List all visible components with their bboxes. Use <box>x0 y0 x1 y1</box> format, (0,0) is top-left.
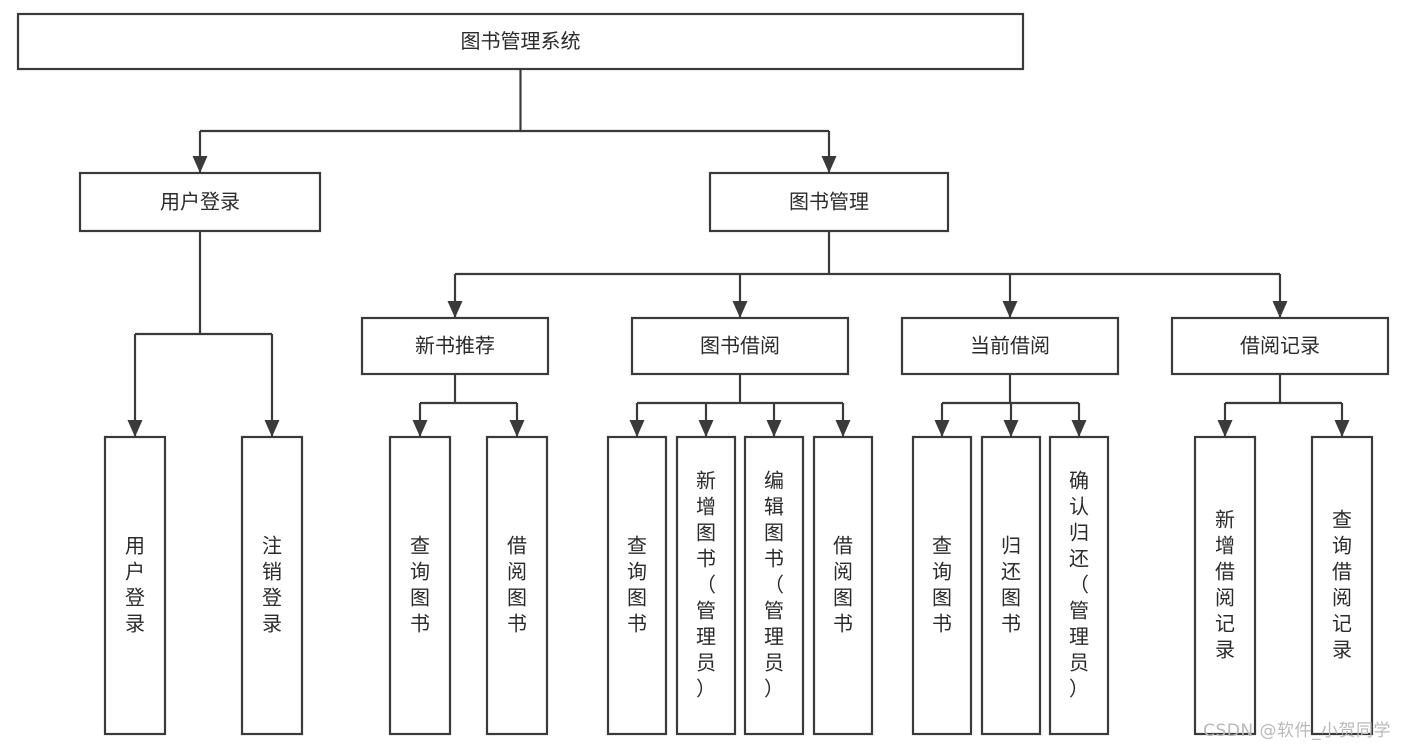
node-box-current-borrow[interactable] <box>900 316 1120 376</box>
node-new-book-recommend[interactable]: 新书推荐 <box>360 316 550 376</box>
node-box-new-book-recommend[interactable] <box>360 316 550 376</box>
arrow-head <box>127 420 143 437</box>
arrow-head <box>821 156 837 173</box>
node-box-leaf-query-record[interactable] <box>1310 435 1374 736</box>
node-leaf-query-record[interactable]: 查询借阅记录 <box>1310 435 1374 736</box>
node-label-borrow-record: 借阅记录 <box>1240 334 1320 358</box>
node-label-book-manage: 图书管理 <box>789 190 869 214</box>
arrow-head <box>934 420 950 437</box>
node-leaf-query-book-3[interactable]: 查询图书 <box>911 435 973 736</box>
arrow-head <box>1334 420 1350 437</box>
node-leaf-add-record[interactable]: 新增借阅记录 <box>1193 435 1257 736</box>
arrow-head <box>1003 420 1019 437</box>
arrow-head <box>1217 420 1233 437</box>
node-label-root: 图书管理系统 <box>461 29 581 53</box>
node-box-book-manage[interactable] <box>708 171 950 233</box>
node-label-leaf-add-book: 新增图书（管理员） <box>696 468 716 700</box>
node-label-leaf-user-logout: 注销登录 <box>262 533 282 635</box>
connector-layer <box>127 69 1350 437</box>
connector-group-root <box>192 69 837 173</box>
node-label-leaf-edit-book: 编辑图书（管理员） <box>764 468 784 700</box>
arrow-head <box>1272 301 1288 318</box>
node-label-leaf-confirm-return: 确认归还（管理员） <box>1069 468 1089 700</box>
node-leaf-confirm-return[interactable]: 确认归还（管理员） <box>1048 435 1110 736</box>
node-current-borrow[interactable]: 当前借阅 <box>900 316 1120 376</box>
node-box-leaf-query-book-1[interactable] <box>388 435 452 736</box>
node-label-leaf-query-book-2: 查询图书 <box>627 533 647 635</box>
arrow-head <box>447 301 463 318</box>
node-book-borrow[interactable]: 图书借阅 <box>630 316 850 376</box>
csdn-watermark: CSDN @软件_小贺同学 <box>1203 721 1391 741</box>
node-leaf-borrow-book-1[interactable]: 借阅图书 <box>485 435 549 736</box>
node-label-leaf-query-book-3: 查询图书 <box>932 533 952 635</box>
arrow-head <box>192 156 208 173</box>
node-book-manage[interactable]: 图书管理 <box>708 171 950 233</box>
arrow-head <box>835 420 851 437</box>
node-box-leaf-add-record[interactable] <box>1193 435 1257 736</box>
arrow-head <box>412 420 428 437</box>
node-label-leaf-return-book: 归还图书 <box>1001 533 1021 635</box>
node-box-leaf-query-book-3[interactable] <box>911 435 973 736</box>
node-box-user-login[interactable] <box>78 171 322 233</box>
arrow-head <box>509 420 525 437</box>
node-box-leaf-borrow-book-2[interactable] <box>812 435 874 736</box>
arrow-head <box>629 420 645 437</box>
arrow-head <box>1071 420 1087 437</box>
node-box-leaf-edit-book[interactable] <box>743 435 805 736</box>
node-leaf-user-login[interactable]: 用户登录 <box>103 435 167 736</box>
arrow-head <box>698 420 714 437</box>
node-box-leaf-confirm-return[interactable] <box>1048 435 1110 736</box>
node-label-leaf-query-book-1: 查询图书 <box>410 533 430 635</box>
node-leaf-query-book-1[interactable]: 查询图书 <box>388 435 452 736</box>
node-root[interactable]: 图书管理系统 <box>16 12 1025 71</box>
node-box-book-borrow[interactable] <box>630 316 850 376</box>
node-leaf-user-logout[interactable]: 注销登录 <box>240 435 304 736</box>
arrow-head <box>732 301 748 318</box>
node-borrow-record[interactable]: 借阅记录 <box>1170 316 1390 376</box>
node-box-leaf-add-book[interactable] <box>675 435 737 736</box>
node-label-leaf-borrow-book-2: 借阅图书 <box>833 533 853 635</box>
node-box-leaf-user-login[interactable] <box>103 435 167 736</box>
node-box-borrow-record[interactable] <box>1170 316 1390 376</box>
node-leaf-edit-book[interactable]: 编辑图书（管理员） <box>743 435 805 736</box>
node-label-user-login: 用户登录 <box>160 190 240 214</box>
node-label-new-book-recommend: 新书推荐 <box>415 334 495 358</box>
node-leaf-query-book-2[interactable]: 查询图书 <box>606 435 668 736</box>
node-box-root[interactable] <box>16 12 1025 71</box>
node-user-login[interactable]: 用户登录 <box>78 171 322 233</box>
connector-group-book-borrow <box>629 374 851 437</box>
node-layer: 图书管理系统用户登录图书管理新书推荐图书借阅当前借阅借阅记录用户登录注销登录查询… <box>16 12 1390 736</box>
connector-group-current-borrow <box>934 374 1087 437</box>
node-box-leaf-user-logout[interactable] <box>240 435 304 736</box>
node-label-leaf-user-login: 用户登录 <box>125 533 145 635</box>
arrow-head <box>264 420 280 437</box>
node-leaf-borrow-book-2[interactable]: 借阅图书 <box>812 435 874 736</box>
connector-group-borrow-record <box>1217 374 1350 437</box>
connector-group-user-login <box>127 231 280 437</box>
node-box-leaf-query-book-2[interactable] <box>606 435 668 736</box>
node-leaf-add-book[interactable]: 新增图书（管理员） <box>675 435 737 736</box>
node-label-leaf-query-record: 查询借阅记录 <box>1332 507 1352 661</box>
connector-group-new-book-recommend <box>412 374 525 437</box>
arrow-head <box>1002 301 1018 318</box>
node-box-leaf-borrow-book-1[interactable] <box>485 435 549 736</box>
node-box-leaf-return-book[interactable] <box>980 435 1042 736</box>
node-label-current-borrow: 当前借阅 <box>970 334 1050 358</box>
node-label-leaf-borrow-book-1: 借阅图书 <box>507 533 527 635</box>
arrow-head <box>766 420 782 437</box>
node-leaf-return-book[interactable]: 归还图书 <box>980 435 1042 736</box>
node-label-leaf-add-record: 新增借阅记录 <box>1215 507 1235 661</box>
node-label-book-borrow: 图书借阅 <box>700 334 780 358</box>
connector-group-book-manage <box>447 231 1288 318</box>
